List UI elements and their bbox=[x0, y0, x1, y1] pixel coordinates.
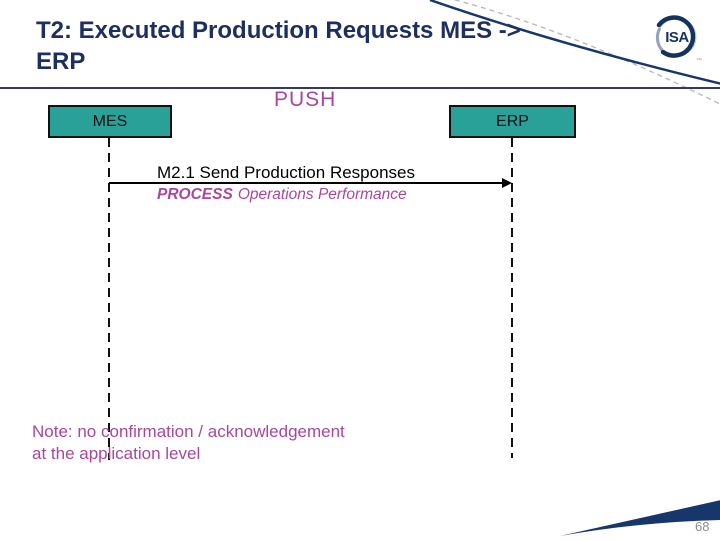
message-label: M2.1 Send Production Responses bbox=[157, 163, 415, 182]
lifeline-erp bbox=[511, 138, 513, 458]
sublabel-text: Operations Performance bbox=[237, 186, 407, 203]
note-line-2: at the application level bbox=[32, 444, 201, 463]
actor-box-erp: ERP bbox=[449, 105, 576, 138]
deco-gray-curve bbox=[454, 0, 720, 105]
note-line-1: Note: no confirmation / acknowledgement bbox=[32, 422, 345, 441]
title-divider bbox=[0, 87, 720, 89]
process-keyword: PROCESS bbox=[157, 186, 233, 203]
isa-logo: ISA ™ bbox=[655, 15, 702, 64]
title-line-1: T2: Executed Production Requests MES -> bbox=[36, 17, 521, 44]
deco-navy-curve bbox=[429, 0, 720, 85]
logo-trademark: ™ bbox=[696, 57, 702, 64]
lifeline-mes bbox=[108, 138, 110, 460]
push-label: PUSH bbox=[274, 88, 337, 111]
title-line-2: ERP bbox=[36, 48, 86, 75]
logo-text: ISA bbox=[665, 29, 689, 46]
note-text: Note: no confirmation / acknowledgement … bbox=[32, 421, 345, 465]
logo-navy-arc bbox=[656, 15, 696, 58]
logo-gray-arc bbox=[655, 27, 664, 51]
actor-box-mes: MES bbox=[48, 105, 172, 138]
slide-title: T2: Executed Production Requests MES -> … bbox=[36, 15, 676, 77]
top-right-deco-lines bbox=[429, 0, 720, 105]
message-arrow-head bbox=[502, 178, 512, 188]
page-number: 68 bbox=[695, 519, 710, 534]
message-arrow-line bbox=[109, 182, 502, 184]
bottom-right-swoosh bbox=[560, 500, 720, 536]
